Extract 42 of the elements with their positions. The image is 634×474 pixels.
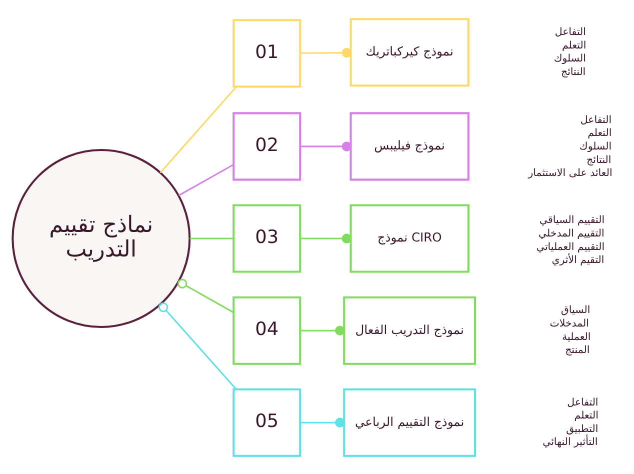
node-label: التفاعل [554,26,586,38]
node-label: التفاعل [567,396,598,408]
node-box: نموذج كيركباتريك [350,18,470,86]
connector [300,47,352,58]
node-box: 03 [232,204,302,272]
connector [178,163,234,196]
connector [300,233,352,243]
connector [300,325,345,335]
node-label: المنتج [565,344,590,356]
node-box: 02 [232,112,302,180]
node-label: التطبيق [566,423,598,434]
node-label: المدخلات [550,318,589,329]
node-label: السلوك [554,53,586,64]
node-label: العملية [562,331,591,342]
node-label: التقييم العملياتي [536,241,605,252]
node-label: النتائج [586,154,612,166]
connector [177,278,234,313]
node-label: العائد على الاستثمار [528,168,612,179]
node-box: نموذج التدريب الفعال [343,296,476,364]
node-box: 04 [232,296,302,364]
node-label: السلوك [579,141,612,152]
node-label: التعلم [574,410,598,422]
node-circle: نماذج تقييم التدريب [12,148,191,328]
node-label: التعلم [588,128,612,139]
node-label: التقييم المدخلي [538,228,604,239]
connector [160,86,237,173]
node-label: التعلم [562,40,586,51]
node-box: 01 [232,18,302,88]
connector [300,141,352,151]
node-label: السياق [560,304,590,316]
node-label: التأثير النهائي [542,436,598,448]
node-box: 05 [232,388,302,456]
connector [300,417,345,428]
node-label: التقيم الأثري [552,254,604,266]
connector [190,237,234,239]
node-label: النتائج [560,66,586,78]
connector [158,302,237,390]
node-box: نموذج فيليبس [350,112,470,180]
node-label: التقييم السياقي [540,214,605,226]
node-box: نموذج التقييم الرباعي [343,388,476,456]
node-label: التفاعل [580,114,612,126]
node-box: نموذج CIRO [350,204,470,272]
